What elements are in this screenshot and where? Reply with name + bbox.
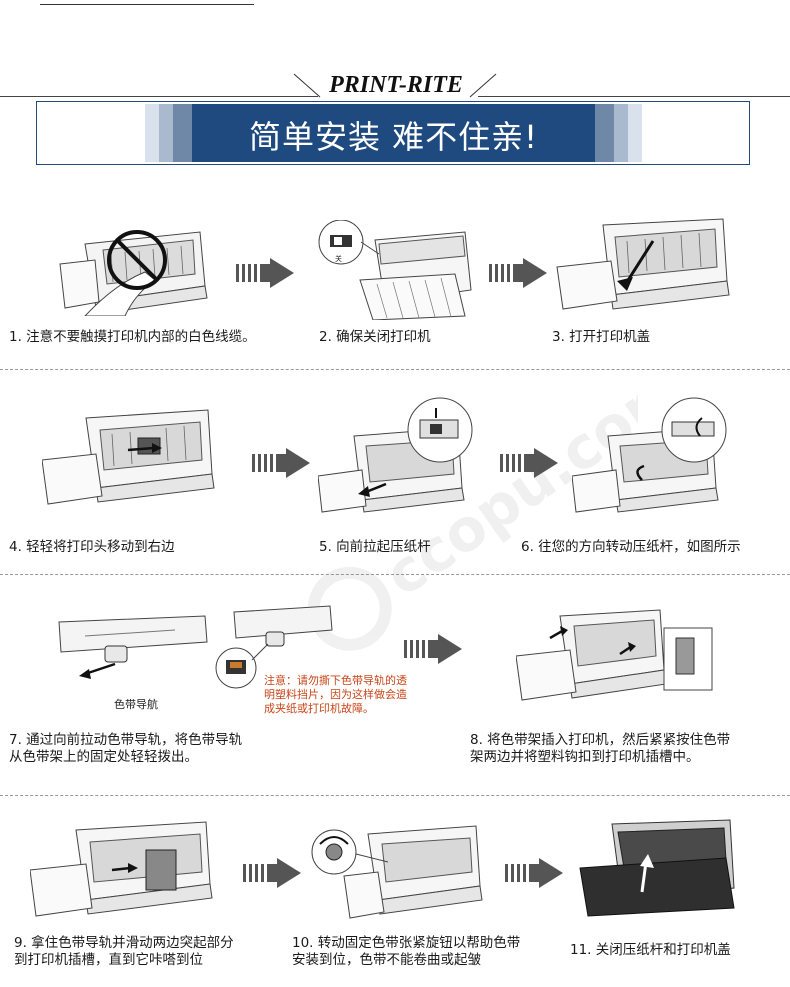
caption-line: 1. 注意不要触摸打印机内部的白色线缆。 [9, 329, 256, 345]
header-rule-right [478, 96, 790, 97]
step-7-caption: 7. 通过向前拉动色带导轨，将色带导轨 从色带架上的固定处轻轻拨出。 [9, 732, 242, 766]
arrow-right-icon [500, 448, 558, 478]
brand-logo-text: PRINT-RITE [329, 72, 463, 98]
step-3-illustration [556, 218, 730, 310]
step-5-caption: 5. 向前拉起压纸杆 [319, 539, 431, 556]
note-line: 明塑料挡片，因为这样做会造 [264, 688, 407, 701]
step-7-illustration [58, 615, 208, 679]
banner-strip [145, 104, 159, 162]
ribbon-guide-label: 色带导航 [114, 698, 158, 711]
caption-line: 3. 打开打印机盖 [552, 329, 651, 345]
banner-band [192, 104, 595, 162]
caption-line: 2. 确保关闭打印机 [319, 329, 431, 345]
banner-title: 简单安装 难不住亲! [248, 118, 538, 156]
step-2-illustration: 关 [318, 220, 472, 320]
step-8-caption: 8. 将色带架插入打印机，然后紧紧按住色带 架两边并将塑料钩扣到打印机插槽中。 [470, 732, 790, 766]
step-9-caption: 9. 拿住色带导轨并滑动两边突起部分 到打印机插槽，直到它咔嗒到位 [14, 935, 234, 969]
brand-header: PRINT-RITE [290, 70, 500, 100]
step-8-illustration [516, 609, 713, 701]
step-4-caption: 4. 轻轻将打印头移动到右边 [9, 539, 175, 556]
ribbon-detail-illustration [215, 605, 333, 689]
step-1-illustration [59, 230, 208, 316]
step-5-illustration [318, 397, 473, 513]
caption-line: 8. 将色带架插入打印机，然后紧紧按住色带 [470, 732, 731, 748]
row-divider [0, 574, 790, 575]
caption-line: 从色带架上的固定处轻轻拨出。 [9, 749, 198, 765]
arrow-right-icon [404, 634, 462, 664]
caption-line: 9. 拿住色带导轨并滑动两边突起部分 [14, 935, 234, 951]
caption-line: 7. 通过向前拉动色带导轨，将色带导轨 [9, 732, 243, 748]
arrow-right-icon [243, 858, 301, 888]
step-9-illustration [30, 821, 213, 917]
step-2-caption: 2. 确保关闭打印机 [319, 329, 431, 346]
title-banner: 简单安装 难不住亲! [36, 101, 750, 165]
caption-line: 5. 向前拉起压纸杆 [319, 539, 431, 555]
switch-label: 关 [335, 254, 342, 263]
caption-line: 到打印机插槽，直到它咔嗒到位 [14, 952, 203, 968]
note-line: 成夹纸或打印机故障。 [264, 702, 374, 715]
top-rule [40, 4, 254, 5]
step-10-illustration [311, 825, 483, 919]
row-divider [0, 369, 790, 370]
caption-line: 架两边并将塑料钩扣到打印机插槽中。 [470, 749, 700, 765]
caption-line: 10. 转动固定色带张紧旋钮以帮助色带 [292, 935, 521, 951]
arrow-right-icon [252, 448, 310, 478]
arrow-right-icon [236, 258, 294, 288]
arrow-right-icon [505, 858, 563, 888]
note-line: 注意：请勿撕下色带导轨的透 [264, 674, 407, 687]
step-6-caption: 6. 往您的方向转动压纸杆，如图所示 [521, 539, 790, 556]
banner-strip [628, 104, 642, 162]
banner-strip [614, 104, 628, 162]
step-11-caption: 11. 关闭压纸杆和打印机盖 [570, 942, 731, 959]
arrow-right-icon [489, 258, 547, 288]
brand-slashes [293, 73, 497, 98]
step-10-caption: 10. 转动固定色带张紧旋钮以帮助色带 安装到位，色带不能卷曲或起皱 [292, 935, 520, 969]
banner-strip [595, 104, 614, 162]
step-3-caption: 3. 打开打印机盖 [552, 329, 650, 346]
step-6-illustration [572, 397, 727, 513]
banner-strip [173, 104, 192, 162]
step-11-illustration [579, 819, 735, 917]
ribbon-warning-note: 注意：请勿撕下色带导轨的透 明塑料挡片，因为这样做会造 成夹纸或打印机故障。 [264, 674, 464, 716]
caption-line: 安装到位，色带不能卷曲或起皱 [292, 952, 481, 968]
caption-line: 6. 往您的方向转动压纸杆，如图所示 [521, 539, 741, 555]
caption-line: 4. 轻轻将打印头移动到右边 [9, 539, 175, 555]
step-4-illustration [42, 409, 215, 505]
header-rule-left [0, 96, 318, 97]
step-1-caption: 1. 注意不要触摸打印机内部的白色线缆。 [9, 329, 256, 346]
banner-strip [159, 104, 173, 162]
row-divider [0, 795, 790, 796]
caption-line: 11. 关闭压纸杆和打印机盖 [570, 942, 731, 958]
